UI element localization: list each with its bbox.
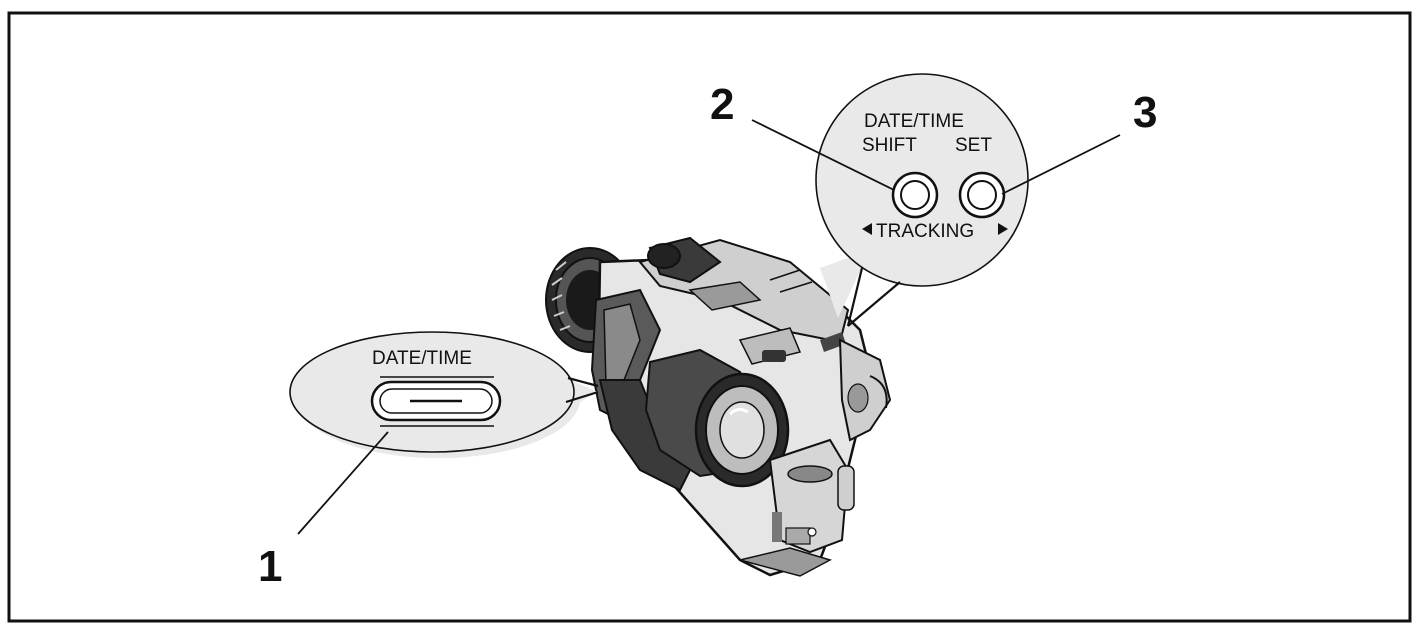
date-time-button-callout: DATE/TIME xyxy=(290,332,598,458)
date-time-title: DATE/TIME xyxy=(864,111,964,132)
callout-number-1: 1 xyxy=(258,542,282,591)
set-button[interactable] xyxy=(960,173,1004,217)
callout-number-3: 3 xyxy=(1133,88,1157,137)
tracking-label: TRACKING xyxy=(876,221,974,242)
date-time-button-label: DATE/TIME xyxy=(372,348,472,369)
shift-button[interactable] xyxy=(893,173,937,217)
shift-set-buttons-callout: DATE/TIME SHIFT SET TRACKING xyxy=(816,74,1028,326)
set-label: SET xyxy=(955,135,992,156)
callout-number-2: 2 xyxy=(710,80,734,129)
shift-label: SHIFT xyxy=(862,135,917,156)
